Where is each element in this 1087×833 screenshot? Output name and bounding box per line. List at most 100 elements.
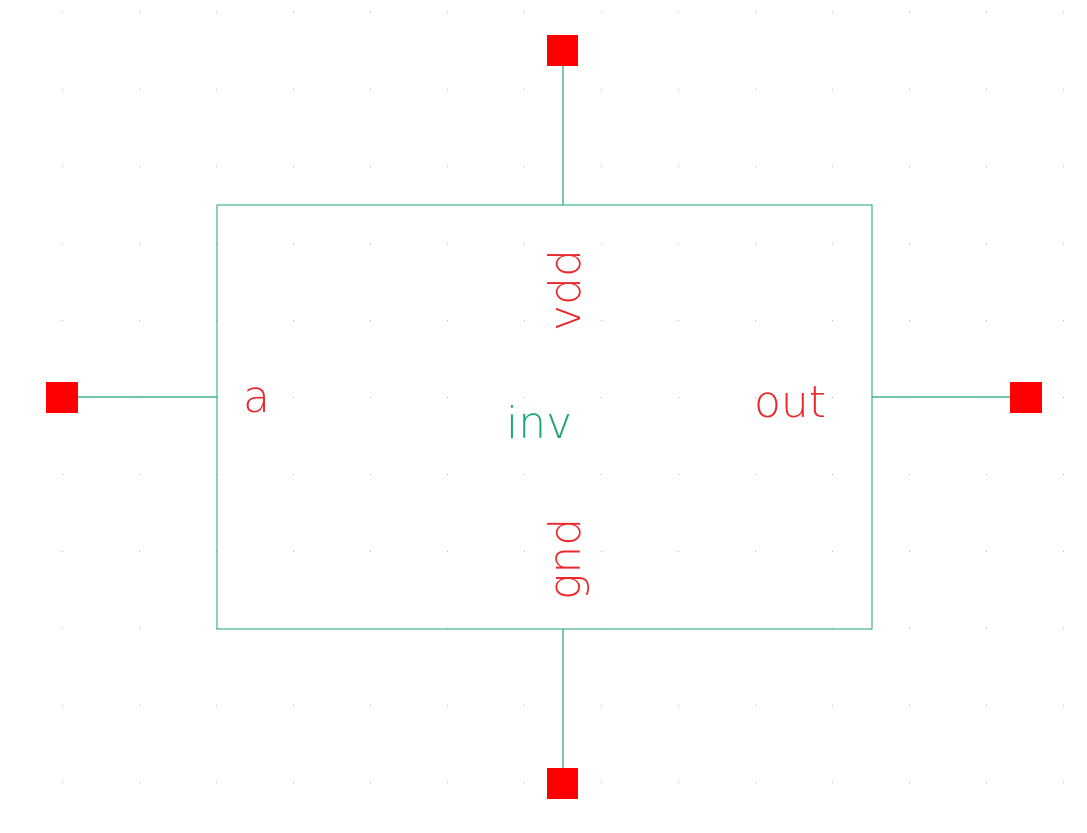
grid-dot — [909, 166, 910, 167]
symbol-body-outline[interactable] — [216, 204, 873, 630]
grid-dot — [62, 705, 63, 706]
grid-dot — [832, 89, 833, 90]
grid-dot — [986, 474, 987, 475]
grid-dot — [139, 628, 140, 629]
grid-dot — [909, 551, 910, 552]
grid-dot — [601, 551, 602, 552]
grid-dot — [601, 782, 602, 783]
grid-dot — [678, 12, 679, 13]
grid-dot — [139, 320, 140, 321]
grid-dot — [986, 782, 987, 783]
grid-dot — [678, 397, 679, 398]
grid-dot — [447, 551, 448, 552]
grid-dot — [139, 243, 140, 244]
grid-dot — [370, 705, 371, 706]
grid-dot — [601, 89, 602, 90]
grid-dot — [524, 166, 525, 167]
grid-dot — [601, 474, 602, 475]
grid-dot — [601, 12, 602, 13]
grid-dot — [524, 474, 525, 475]
grid-dot — [832, 474, 833, 475]
grid-dot — [1063, 12, 1064, 13]
grid-dot — [986, 320, 987, 321]
grid-dot — [370, 782, 371, 783]
grid-dot — [1063, 628, 1064, 629]
grid-dot — [524, 397, 525, 398]
grid-dot — [909, 320, 910, 321]
grid-dot — [293, 397, 294, 398]
grid-dot — [986, 551, 987, 552]
cell-name-label: inv — [506, 398, 572, 449]
grid-dot — [139, 474, 140, 475]
grid-dot — [678, 243, 679, 244]
grid-dot — [601, 705, 602, 706]
grid-dot — [755, 474, 756, 475]
pin-a-square[interactable] — [46, 382, 78, 413]
grid-dot — [832, 12, 833, 13]
grid-dot — [447, 243, 448, 244]
grid-dot — [139, 166, 140, 167]
pin-vdd-square[interactable] — [547, 35, 578, 66]
grid-dot — [601, 320, 602, 321]
grid-dot — [755, 782, 756, 783]
pin-label-vdd: vdd — [540, 249, 591, 331]
grid-dot — [370, 89, 371, 90]
grid-dot — [986, 243, 987, 244]
grid-dot — [832, 166, 833, 167]
grid-dot — [909, 474, 910, 475]
grid-dot — [293, 12, 294, 13]
grid-dot — [139, 705, 140, 706]
grid-dot — [370, 12, 371, 13]
grid-dot — [832, 551, 833, 552]
grid-dot — [524, 782, 525, 783]
grid-dot — [216, 705, 217, 706]
pin-out-square[interactable] — [1010, 382, 1042, 413]
grid-dot — [1063, 782, 1064, 783]
grid-dot — [1063, 243, 1064, 244]
grid-dot — [447, 474, 448, 475]
grid-dot — [293, 705, 294, 706]
grid-dot — [62, 89, 63, 90]
pin-label-out: out — [754, 377, 826, 428]
grid-dot — [755, 89, 756, 90]
grid-dot — [216, 782, 217, 783]
grid-dot — [1063, 89, 1064, 90]
grid-dot — [524, 705, 525, 706]
grid-dot — [293, 243, 294, 244]
grid-dot — [62, 474, 63, 475]
grid-dot — [678, 320, 679, 321]
grid-dot — [447, 12, 448, 13]
grid-dot — [755, 166, 756, 167]
grid-dot — [1063, 474, 1064, 475]
grid-dot — [909, 628, 910, 629]
grid-dot — [62, 243, 63, 244]
grid-dot — [524, 12, 525, 13]
grid-dot — [755, 705, 756, 706]
grid-dot — [139, 12, 140, 13]
grid-dot — [447, 320, 448, 321]
grid-dot — [678, 474, 679, 475]
grid-dot — [601, 397, 602, 398]
grid-dot — [909, 243, 910, 244]
pin-label-a: a — [243, 372, 270, 423]
grid-dot — [986, 628, 987, 629]
grid-dot — [139, 782, 140, 783]
grid-dot — [293, 551, 294, 552]
pin-gnd-square[interactable] — [547, 768, 578, 799]
grid-dot — [755, 12, 756, 13]
grid-dot — [293, 782, 294, 783]
grid-dot — [216, 89, 217, 90]
grid-dot — [370, 551, 371, 552]
grid-dot — [293, 89, 294, 90]
grid-dot — [986, 705, 987, 706]
grid-dot — [1063, 397, 1064, 398]
grid-dot — [62, 12, 63, 13]
grid-dot — [601, 243, 602, 244]
grid-dot — [832, 320, 833, 321]
grid-dot — [986, 166, 987, 167]
grid-dot — [986, 89, 987, 90]
grid-dot — [447, 89, 448, 90]
grid-dot — [1063, 705, 1064, 706]
grid-dot — [678, 705, 679, 706]
